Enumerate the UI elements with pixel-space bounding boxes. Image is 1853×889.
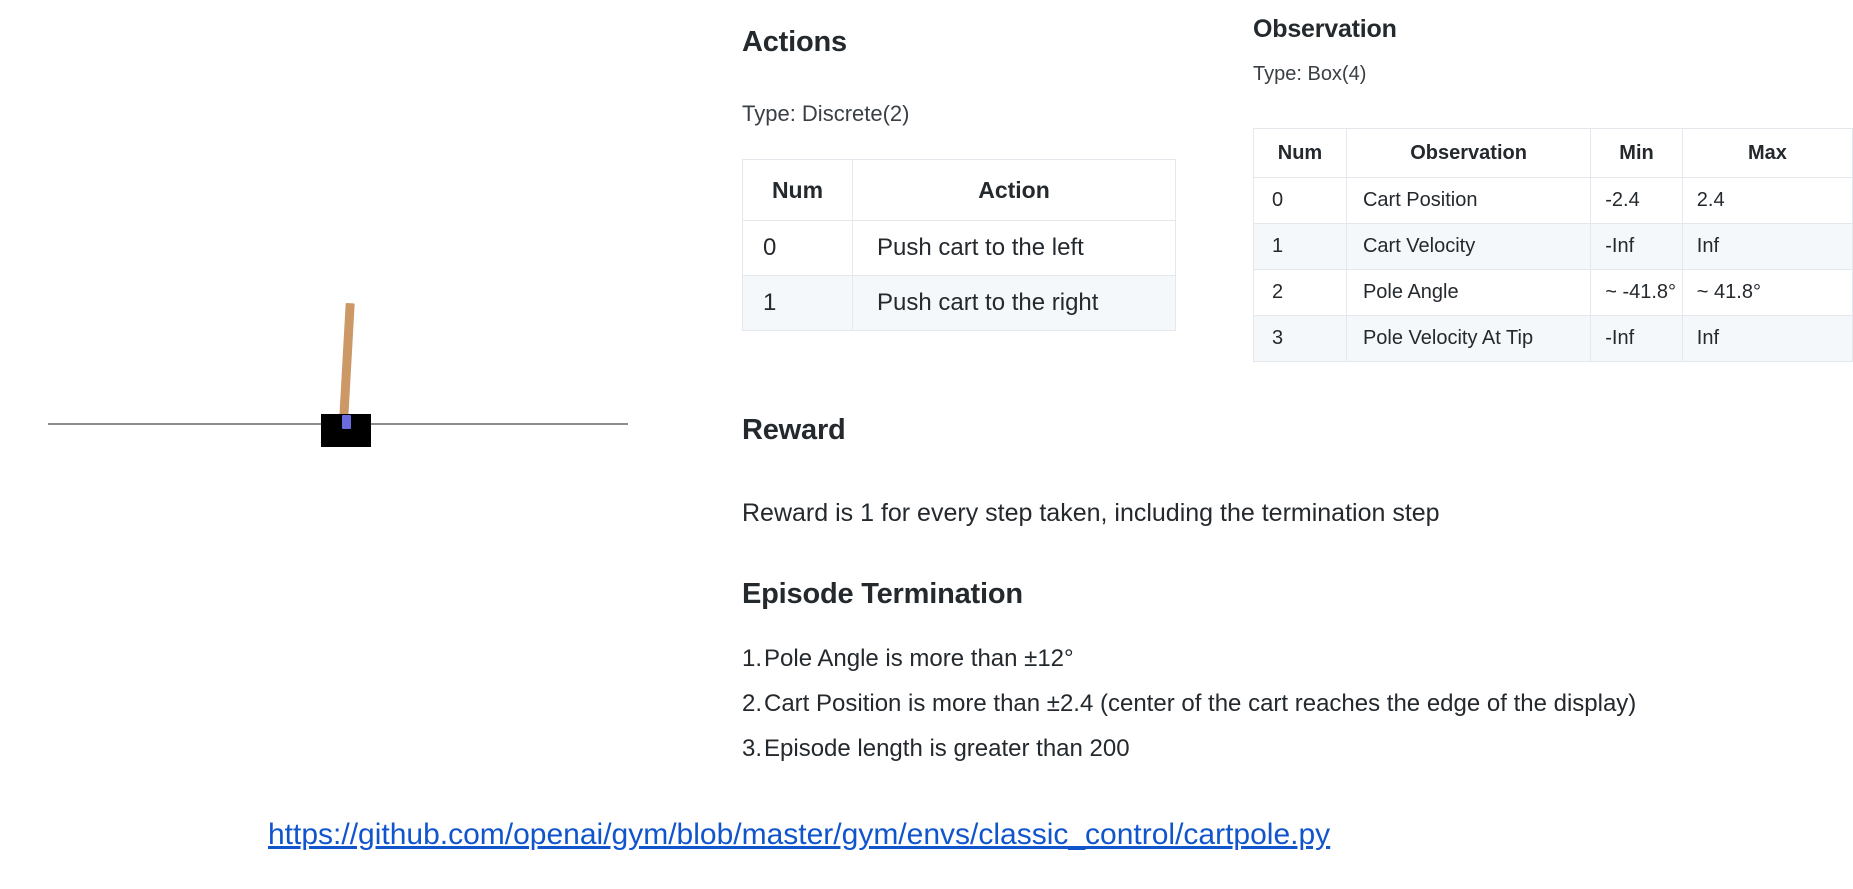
table-row: 2 Pole Angle ~ -41.8° ~ 41.8°	[1253, 269, 1853, 316]
actions-cell-action: Push cart to the left	[852, 220, 1176, 276]
list-item-number: 1.	[742, 645, 763, 672]
observation-cell-name: Pole Angle	[1345, 269, 1592, 316]
observation-cell-name: Cart Position	[1345, 177, 1592, 224]
cartpole-illustration	[0, 270, 680, 470]
actions-table: Num Action 0 Push cart to the left 1 Pus…	[742, 159, 1176, 331]
actions-header-num: Num	[742, 159, 853, 221]
list-item: 1. Pole Angle is more than ±12°	[742, 645, 1636, 673]
observation-cell-num: 0	[1253, 177, 1347, 224]
list-item: 3. Episode length is greater than 200	[742, 735, 1636, 763]
actions-cell-action: Push cart to the right	[852, 275, 1176, 331]
termination-condition-list: 1. Pole Angle is more than ±12° 2. Cart …	[742, 645, 1636, 780]
actions-cell-num: 0	[742, 220, 853, 276]
table-row: 0 Cart Position -2.4 2.4	[1253, 177, 1853, 224]
observation-header-max: Max	[1681, 128, 1853, 178]
observation-cell-max: Inf	[1681, 315, 1853, 362]
table-row: 0 Push cart to the left	[742, 220, 1176, 276]
reward-heading: Reward	[742, 414, 846, 446]
list-item-number: 3.	[742, 735, 763, 762]
table-header-row: Num Action	[742, 159, 1176, 221]
observation-cell-num: 2	[1253, 269, 1347, 316]
actions-header-action: Action	[852, 159, 1176, 221]
observation-heading: Observation	[1253, 15, 1397, 43]
cartpole-axle	[342, 415, 351, 429]
actions-type-line: Type: Discrete(2)	[742, 101, 910, 126]
observation-header-observation: Observation	[1345, 128, 1592, 178]
source-code-link[interactable]: https://github.com/openai/gym/blob/maste…	[268, 818, 1331, 851]
observation-cell-num: 3	[1253, 315, 1347, 362]
observation-table: Num Observation Min Max 0 Cart Position …	[1253, 128, 1853, 362]
table-row: 1 Cart Velocity -Inf Inf	[1253, 223, 1853, 270]
observation-cell-min: ~ -41.8°	[1590, 269, 1683, 316]
table-row: 3 Pole Velocity At Tip -Inf Inf	[1253, 315, 1853, 362]
observation-cell-num: 1	[1253, 223, 1347, 270]
actions-cell-num: 1	[742, 275, 853, 331]
observation-cell-max: ~ 41.8°	[1681, 269, 1853, 316]
actions-heading: Actions	[742, 26, 847, 58]
list-item-label: Pole Angle is more than ±12°	[764, 645, 1074, 672]
list-item-label: Episode length is greater than 200	[764, 735, 1130, 762]
observation-cell-max: 2.4	[1681, 177, 1853, 224]
episode-termination-heading: Episode Termination	[742, 578, 1023, 610]
list-item-label: Cart Position is more than ±2.4 (center …	[764, 690, 1637, 717]
reward-text: Reward is 1 for every step taken, includ…	[742, 499, 1440, 527]
observation-cell-min: -2.4	[1590, 177, 1683, 224]
list-item: 2. Cart Position is more than ±2.4 (cent…	[742, 690, 1636, 718]
observation-cell-min: -Inf	[1590, 315, 1683, 362]
observation-cell-name: Pole Velocity At Tip	[1345, 315, 1592, 362]
observation-cell-max: Inf	[1681, 223, 1853, 270]
table-header-row: Num Observation Min Max	[1253, 128, 1853, 178]
observation-header-num: Num	[1253, 128, 1347, 178]
observation-cell-name: Cart Velocity	[1345, 223, 1592, 270]
observation-header-min: Min	[1590, 128, 1683, 178]
observation-type-line: Type: Box(4)	[1253, 63, 1367, 85]
list-item-number: 2.	[742, 690, 763, 717]
observation-cell-min: -Inf	[1590, 223, 1683, 270]
table-row: 1 Push cart to the right	[742, 275, 1176, 331]
cartpole-pole	[339, 302, 355, 424]
